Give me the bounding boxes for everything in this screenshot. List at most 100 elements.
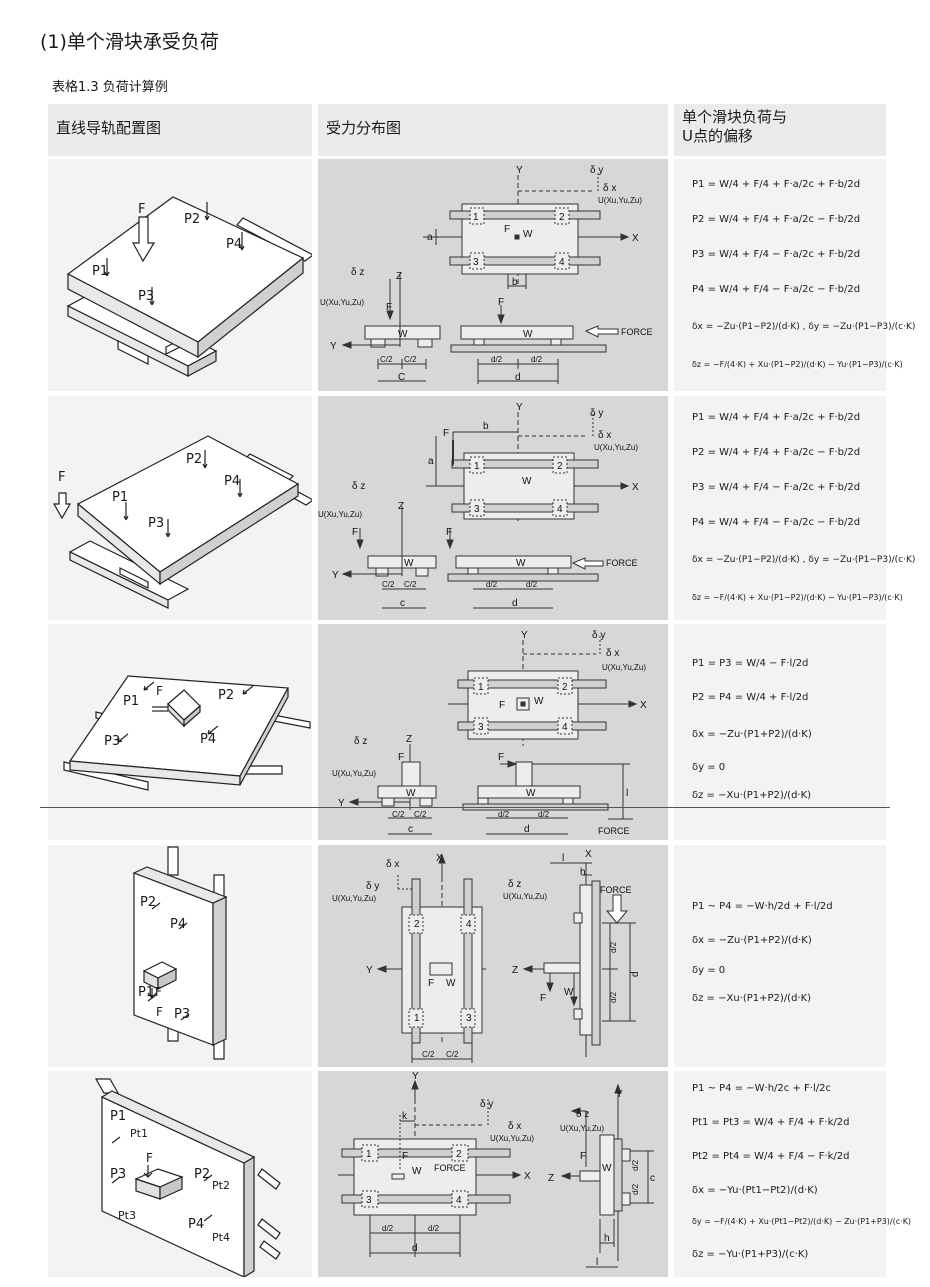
- svg-text:Y: Y: [616, 1089, 623, 1100]
- rail-config-diagram: F P1 Pt1 P3 Pt3 P2 Pt2 P4 Pt4: [48, 1071, 312, 1277]
- svg-text:δ y: δ y: [480, 1099, 493, 1110]
- svg-text:C/2: C/2: [404, 580, 417, 589]
- table-row: F P1 Pt1 P3 Pt3 P2 Pt2 P4 Pt4: [0, 1071, 930, 1277]
- svg-text:δ x: δ x: [606, 648, 619, 659]
- svg-text:Y: Y: [332, 570, 339, 581]
- svg-text:l: l: [626, 788, 628, 799]
- svg-text:FORCE: FORCE: [621, 327, 653, 337]
- svg-text:d/2: d/2: [486, 580, 498, 589]
- svg-text:a: a: [427, 232, 433, 243]
- table-caption: 表格1.3 负荷计算例: [52, 80, 168, 95]
- svg-text:1: 1: [414, 1013, 420, 1024]
- svg-text:FORCE: FORCE: [434, 1163, 466, 1173]
- svg-text:d/2: d/2: [491, 355, 503, 364]
- svg-text:FORCE: FORCE: [598, 826, 630, 836]
- svg-text:F: F: [402, 1151, 408, 1162]
- force-diagram: Y δ y δ x U(Xu,Yu,Zu) X 1 2 3 4 F W δ z …: [318, 624, 668, 840]
- svg-text:U(Xu,Yu,Zu): U(Xu,Yu,Zu): [598, 196, 642, 205]
- svg-text:U(Xu,Yu,Zu): U(Xu,Yu,Zu): [318, 510, 362, 519]
- load-formulas: P1 ~ P4 = −W·h/2d + F·l/2d δx = −Zu·(P1+…: [674, 845, 886, 1067]
- svg-text:Z: Z: [396, 271, 402, 282]
- svg-text:δ y: δ y: [590, 165, 603, 176]
- svg-text:C/2: C/2: [422, 1050, 435, 1059]
- svg-text:δ y: δ y: [590, 408, 603, 419]
- svg-text:Y: Y: [338, 798, 345, 809]
- svg-text:c: c: [400, 598, 405, 609]
- svg-text:F: F: [352, 527, 358, 538]
- svg-text:δ z: δ z: [352, 481, 365, 492]
- svg-text:d/2: d/2: [531, 355, 543, 364]
- rail-config-diagram: F F P1 P2 P3 P4: [48, 845, 312, 1067]
- load-formulas: P1 = W/4 + F/4 + F·a/2c + F·b/2d P2 = W/…: [674, 159, 915, 391]
- svg-text:d/2: d/2: [631, 1183, 640, 1195]
- svg-text:W: W: [534, 696, 544, 707]
- load-formulas: P1 = P3 = W/4 − F·l/2d P2 = P4 = W/4 + F…: [674, 624, 886, 840]
- svg-text:2: 2: [557, 461, 563, 472]
- svg-text:2: 2: [456, 1149, 462, 1160]
- svg-text:l: l: [562, 853, 564, 864]
- svg-text:d/2: d/2: [609, 941, 618, 953]
- svg-text:C: C: [398, 372, 405, 383]
- svg-text:U(Xu,Yu,Zu): U(Xu,Yu,Zu): [332, 894, 376, 903]
- force-diagram: Y δ y δ x U(Xu,Yu,Zu) X k 1 2 3 4 F W FO…: [318, 1071, 668, 1277]
- svg-text:δ y: δ y: [366, 881, 379, 892]
- svg-text:U(Xu,Yu,Zu): U(Xu,Yu,Zu): [602, 663, 646, 672]
- svg-text:3: 3: [466, 1013, 472, 1024]
- force-diagram: Y δ y δ x U(Xu,Yu,Zu) X F b a 1 2 3 4 W …: [318, 396, 668, 620]
- svg-text:4: 4: [562, 722, 568, 733]
- svg-text:FORCE: FORCE: [606, 558, 638, 568]
- table-row: F P1 P2 P3 P4: [0, 624, 930, 840]
- svg-text:δ z: δ z: [354, 736, 367, 747]
- rail-config-diagram: F P1 P2 P3 P4: [48, 396, 312, 620]
- svg-text:d/2: d/2: [382, 1224, 394, 1233]
- svg-text:U(Xu,Yu,Zu): U(Xu,Yu,Zu): [503, 892, 547, 901]
- svg-text:c: c: [408, 824, 413, 835]
- svg-text:X: X: [524, 1171, 531, 1182]
- svg-text:d/2: d/2: [609, 991, 618, 1003]
- svg-text:F: F: [499, 700, 505, 711]
- svg-text:k: k: [402, 1111, 408, 1122]
- svg-text:a: a: [428, 456, 434, 467]
- svg-text:Z: Z: [512, 965, 518, 976]
- svg-text:Y: Y: [366, 965, 373, 976]
- svg-text:Y: Y: [516, 402, 523, 413]
- svg-text:d: d: [512, 598, 518, 609]
- svg-text:h: h: [580, 867, 586, 878]
- svg-text:W: W: [404, 558, 414, 569]
- svg-text:Z: Z: [548, 1173, 554, 1184]
- svg-text:d/2: d/2: [538, 810, 550, 819]
- svg-text:F: F: [498, 297, 504, 308]
- svg-text:W: W: [446, 978, 456, 989]
- svg-text:F: F: [504, 224, 510, 235]
- svg-text:F: F: [540, 993, 546, 1004]
- svg-text:3: 3: [366, 1195, 372, 1206]
- header-force: 受力分布图: [318, 104, 668, 156]
- svg-text:FORCE: FORCE: [600, 885, 632, 895]
- table-row: F F P1 P2 P3 P4: [0, 845, 930, 1067]
- rail-config-diagram: F P1 P2 P3 P4: [48, 624, 312, 840]
- force-diagram: Y δ y δ x U(Xu,Yu,Zu) X 1 2 3 4 F W a b …: [318, 159, 668, 391]
- svg-text:X: X: [585, 849, 592, 860]
- svg-text:F: F: [443, 428, 449, 439]
- svg-text:d/2: d/2: [526, 580, 538, 589]
- svg-text:U(Xu,Yu,Zu): U(Xu,Yu,Zu): [332, 769, 376, 778]
- svg-text:U(Xu,Yu,Zu): U(Xu,Yu,Zu): [594, 443, 638, 452]
- svg-text:d/2: d/2: [631, 1159, 640, 1171]
- svg-text:d: d: [630, 971, 641, 977]
- svg-text:C/2: C/2: [404, 355, 417, 364]
- svg-text:W: W: [602, 1163, 612, 1174]
- svg-text:W: W: [564, 987, 574, 998]
- svg-text:W: W: [516, 558, 526, 569]
- svg-text:C/2: C/2: [380, 355, 393, 364]
- load-formulas: P1 = W/4 + F/4 + F·a/2c + F·b/2d P2 = W/…: [674, 396, 915, 620]
- svg-text:Z: Z: [406, 734, 412, 745]
- svg-text:c: c: [650, 1173, 655, 1184]
- table-row: F P1 P2 P3 P4: [0, 396, 930, 620]
- svg-text:W: W: [526, 788, 536, 799]
- svg-text:δ y: δ y: [592, 630, 605, 641]
- svg-text:F: F: [446, 527, 452, 538]
- force-diagram: δ x X δ y U(Xu,Yu,Zu) Y 2 4 1 3 F W C/2 …: [318, 845, 668, 1067]
- svg-text:3: 3: [473, 257, 479, 268]
- svg-text:C/2: C/2: [414, 810, 427, 819]
